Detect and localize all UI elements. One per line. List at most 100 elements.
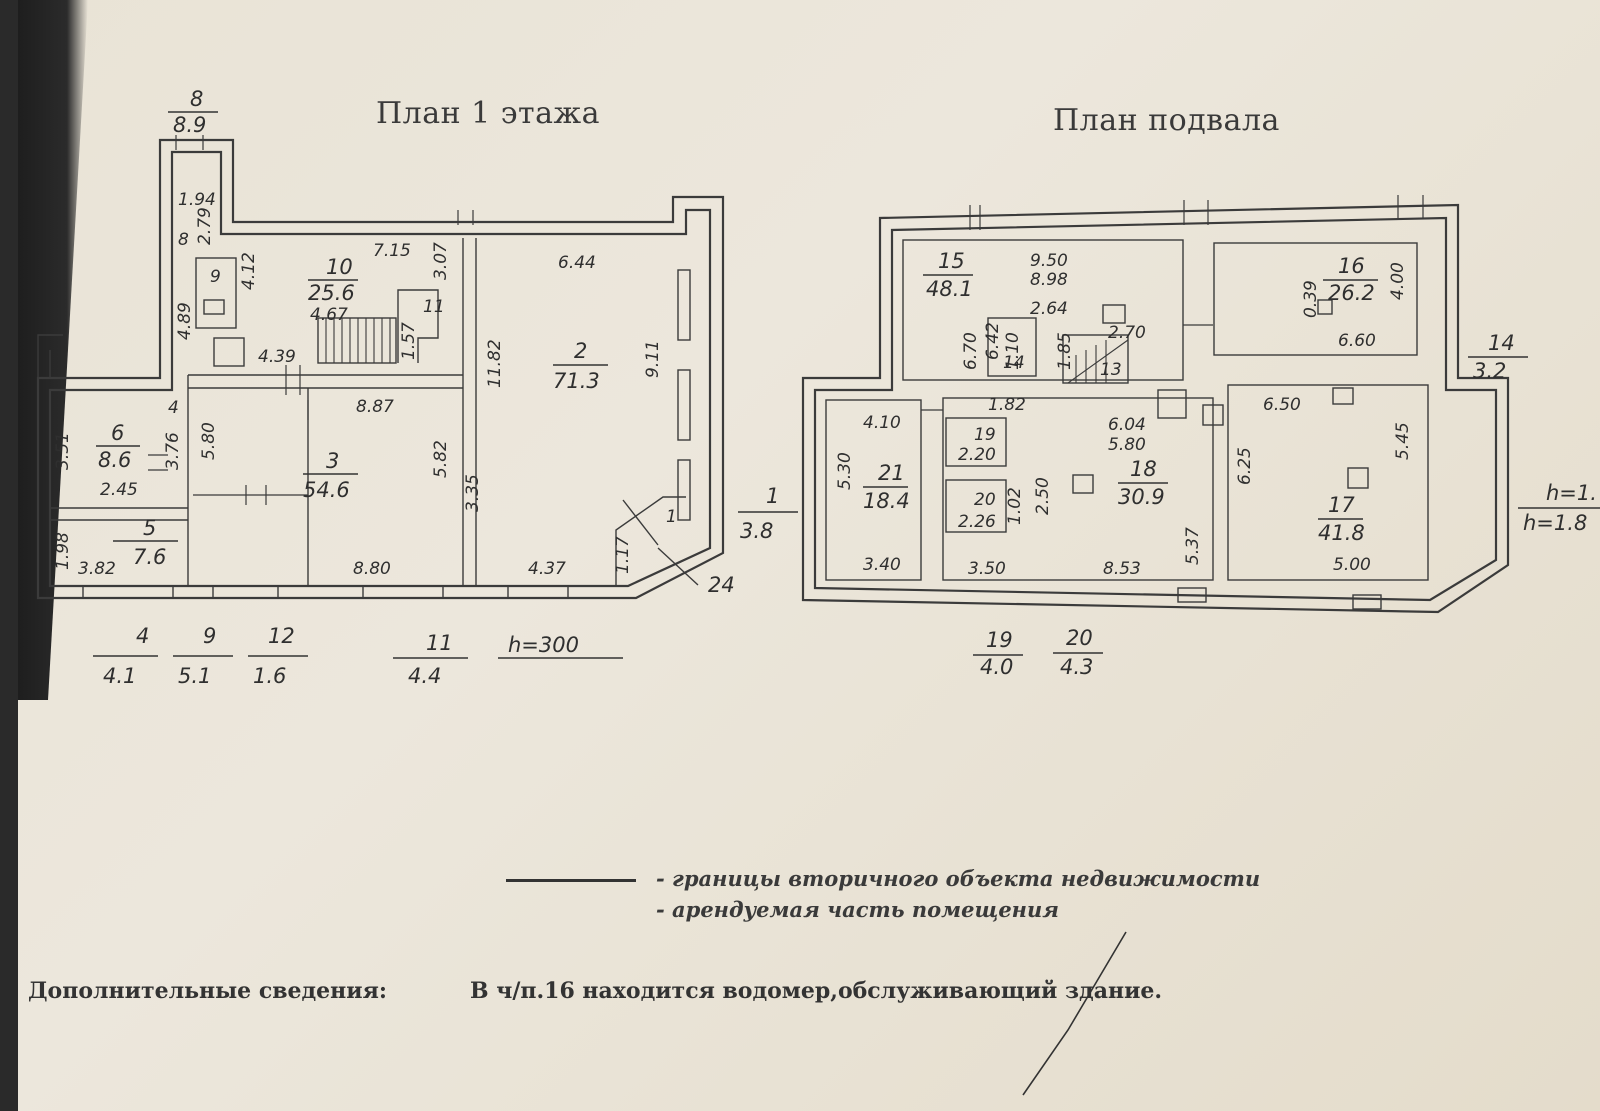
right-ceiling-height-2: h=1.8: [1523, 511, 1587, 535]
basement-room-21-area: 18.4: [863, 489, 910, 513]
dimension: 1.98: [53, 532, 73, 570]
chamfer-mark: [622, 499, 659, 546]
basement-fixture: [1347, 467, 1369, 489]
dimension: 4.10: [863, 413, 901, 433]
dimension: 11.82: [485, 339, 505, 388]
table-room-id: 11: [426, 631, 453, 655]
basement-room-21-number: 21: [878, 461, 905, 485]
basement-room-19-area: 2.20: [958, 445, 996, 465]
dimension: 1: [666, 507, 677, 527]
dimension: 8.80: [353, 559, 391, 579]
room-10-area: 25.6: [308, 281, 355, 305]
basement-room-15: [902, 239, 1184, 381]
dimension: 3.07: [431, 242, 451, 280]
basement-room-20: [945, 479, 1007, 533]
basement-fixture: [1332, 387, 1354, 405]
dimension: 9: [210, 267, 221, 287]
floor-plans-drawing: 2 71.3 3 54.6 6 8.6 5 7.6 10 25.6 8 8.9 …: [36, 87, 1600, 1096]
notes-label: Дополнительные сведения:: [28, 978, 387, 1004]
legend-rented-text: - арендуемая часть помещения: [656, 897, 1059, 922]
basement-room-17-number: 17: [1328, 493, 1355, 517]
legend-boundary-line: [506, 879, 636, 882]
dimension: 1.10: [1003, 332, 1023, 370]
first-floor-title: План 1 этажа: [376, 96, 601, 131]
dimension: 6.04: [1108, 415, 1146, 435]
dimension: 3.35: [463, 474, 483, 512]
room-3-number: 3: [326, 449, 339, 473]
dimension: 4.39: [258, 347, 296, 367]
table-room-area: 1.6: [253, 664, 286, 688]
dimension: 1.85: [1055, 332, 1075, 370]
basement-room-21: [825, 399, 922, 581]
stair-steps: [325, 318, 391, 363]
ceiling-height: h=300: [508, 633, 579, 657]
dimension: 8.53: [1103, 559, 1141, 579]
legend-boundary-text: - границы вторичного объекта недвижимост…: [656, 866, 1261, 891]
basement-stair-steps: [1067, 339, 1129, 384]
room-12-box: [213, 337, 245, 367]
table-room-area: 4.4: [408, 664, 441, 688]
basement-door-ticks: [921, 195, 1424, 411]
basement-plan: 15 48.1 16 26.2 21 18.4 18 30.9 17 41.8 …: [801, 195, 1600, 679]
dimension: 5.30: [835, 452, 855, 490]
toilet-symbol: [203, 299, 225, 315]
table-room-id: 19: [986, 628, 1013, 652]
dimension: 2.50: [1033, 477, 1053, 515]
dimension: 24: [708, 573, 735, 597]
dimension: 6.50: [1263, 395, 1301, 415]
dimension: 6.70: [961, 332, 981, 370]
dimension: 6.25: [1235, 447, 1255, 485]
dimension: 5.80: [199, 422, 219, 460]
dimension: 2.70: [1108, 323, 1146, 343]
dimension: 6.60: [1338, 331, 1376, 351]
basement-room-20-area: 2.26: [958, 512, 996, 532]
dimension: 3.40: [863, 555, 901, 575]
door-ticks: [148, 135, 474, 505]
table-room-id: 12: [268, 624, 295, 648]
dimension: 1.17: [613, 536, 633, 574]
dimension: 3.82: [78, 559, 116, 579]
room-5-area: 7.6: [133, 545, 166, 569]
room-3-area: 54.6: [303, 478, 350, 502]
table-room-id: 20: [1066, 626, 1093, 650]
room-2-area: 71.3: [553, 369, 600, 393]
basement-room-15-area: 48.1: [926, 277, 973, 301]
basement-inner-wall: [813, 216, 1498, 602]
first-floor-plan: 2 71.3 3 54.6 6 8.6 5 7.6 10 25.6 8 8.9 …: [36, 87, 798, 688]
basement-outer-wall: [801, 203, 1510, 614]
first-floor-windows: [82, 269, 691, 599]
dimension: 1.02: [1005, 487, 1025, 525]
room-6-number: 6: [111, 421, 124, 445]
basement-room-20-number: 20: [974, 490, 996, 510]
notes-text: В ч/п.16 находится водомер,обслуживающий…: [470, 978, 1163, 1004]
dimension: 8: [178, 230, 189, 250]
dimension: 5.82: [431, 440, 451, 478]
dimension: 5.00: [1333, 555, 1371, 575]
right-table-room-area: 3.2: [1473, 359, 1506, 383]
chamfer-wall: [615, 496, 686, 586]
basement-room-16: [1213, 242, 1418, 356]
dimension: 5.37: [1183, 527, 1203, 565]
basement-room-19: [945, 417, 1007, 467]
dimension: 5.80: [1108, 435, 1146, 455]
room-5-number: 5: [143, 516, 156, 540]
room-2-number: 2: [574, 339, 587, 363]
dimension: 2.45: [100, 480, 138, 500]
table-room-id: 9: [203, 624, 216, 648]
dimension: 11: [423, 297, 445, 317]
dimension: 0.39: [1301, 280, 1321, 318]
dimension: 7.15: [373, 241, 411, 261]
dimension: 5.45: [1393, 422, 1413, 460]
dimension: 2.64: [1030, 299, 1068, 319]
dimension: 3.51: [53, 432, 73, 470]
basement-room-18: [942, 397, 1214, 581]
dimension: 8.87: [356, 397, 394, 417]
table-room-area: 4.0: [980, 655, 1013, 679]
chamfer-mark: [657, 547, 699, 586]
connector-room-id: 1: [766, 484, 779, 508]
table-room-area: 4.1: [103, 664, 136, 688]
room-10-number: 10: [326, 255, 353, 279]
room-8-area: 8.9: [173, 113, 206, 137]
connector-room-area: 3.8: [740, 519, 773, 543]
room-6-area: 8.6: [98, 448, 131, 472]
